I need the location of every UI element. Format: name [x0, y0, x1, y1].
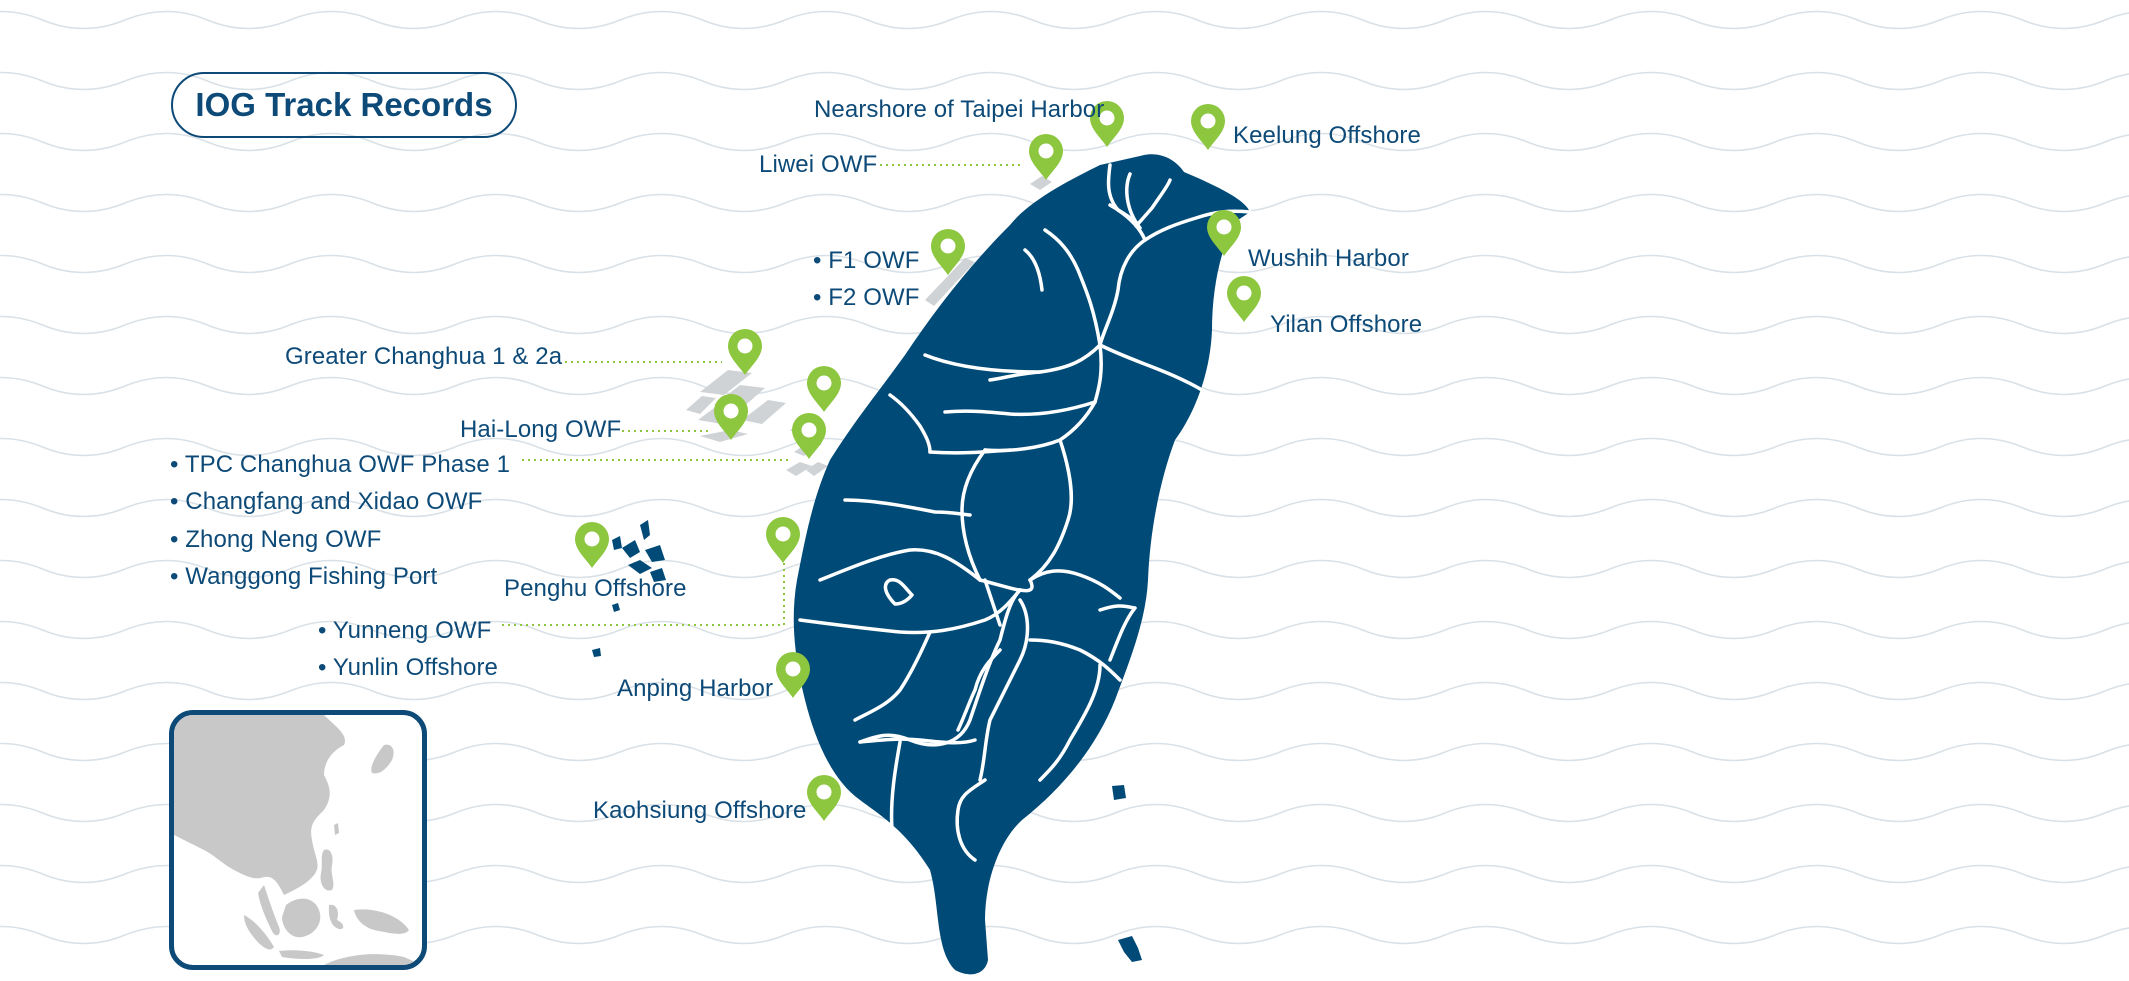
asia-silhouette — [174, 715, 422, 965]
inset-borneo — [282, 898, 321, 938]
farm-area-hailong-4 — [806, 462, 828, 476]
leader-lines — [502, 164, 1023, 626]
location-pins — [575, 101, 1261, 821]
label-tpc-changhua: • TPC Changhua OWF Phase 1 — [170, 451, 511, 478]
map-pin-icon[interactable] — [728, 329, 762, 375]
label-wanggong-fishing-port: • Wanggong Fishing Port — [170, 563, 438, 590]
keelung-islet — [1168, 180, 1184, 194]
map-pin-icon[interactable] — [1090, 101, 1124, 147]
map-pin-icon[interactable] — [1207, 210, 1241, 256]
label-yunneng-owf: • Yunneng OWF — [318, 617, 492, 644]
county-borders — [798, 163, 1252, 862]
wave-line — [0, 10, 2129, 30]
label-greater-changhua: Greater Changhua 1 & 2a — [285, 343, 563, 370]
wave-line — [0, 437, 2129, 457]
wave-line — [0, 559, 2129, 579]
label-wushih-harbor: Wushih Harbor — [1248, 245, 1409, 272]
inset-japan — [371, 744, 394, 774]
inset-taiwan — [334, 823, 339, 835]
map-pin-icon[interactable] — [714, 394, 748, 440]
orchid-island — [1118, 936, 1142, 962]
page-title: IOG Track Records — [195, 86, 493, 123]
label-changfang-xidao: • Changfang and Xidao OWF — [170, 488, 483, 515]
farm-area-f1f2 — [925, 258, 975, 306]
label-nearshore-taipei-harbor: Nearshore of Taipei Harbor — [814, 96, 1105, 123]
islands — [592, 180, 1184, 962]
inset-locator-map — [169, 710, 427, 970]
inset-sulawesi — [328, 904, 344, 930]
label-zhong-neng-owf: • Zhong Neng OWF — [170, 526, 382, 553]
map-pin-icon[interactable] — [807, 775, 841, 821]
inset-new-guinea — [354, 909, 409, 934]
label-f1-owf: • F1 OWF — [813, 247, 920, 274]
penghu-south-islet — [612, 603, 620, 612]
farm-area-changhua-1 — [700, 370, 752, 395]
map-pin-icon[interactable] — [776, 652, 810, 698]
label-keelung-offshore: Keelung Offshore — [1233, 122, 1421, 149]
label-hai-long-owf: Hai-Long OWF — [460, 416, 622, 443]
label-kaohsiung-offshore: Kaohsiung Offshore — [593, 797, 807, 824]
wave-line — [0, 498, 2129, 518]
inset-java — [279, 950, 324, 960]
leader-yunneng — [502, 562, 785, 626]
farm-area-changhua-5 — [686, 396, 716, 414]
map-pin-icon[interactable] — [1191, 104, 1225, 150]
map-pin-icon[interactable] — [1227, 276, 1261, 322]
map-pin-icon[interactable] — [766, 517, 800, 563]
inset-sumatra — [244, 915, 274, 950]
map-pin-icon[interactable] — [575, 522, 609, 568]
wave-line — [0, 681, 2129, 701]
label-anping-harbor: Anping Harbor — [617, 675, 774, 702]
title-badge: IOG Track Records — [171, 72, 517, 138]
wave-line — [0, 132, 2129, 152]
inset-australia — [324, 954, 422, 965]
map-pin-icon[interactable] — [807, 366, 841, 412]
inset-philippines — [320, 849, 334, 891]
penghu-far-islet — [592, 648, 601, 657]
label-liwei-owf: Liwei OWF — [759, 151, 878, 178]
label-f2-owf: • F2 OWF — [813, 284, 920, 311]
map-pin-icon[interactable] — [1029, 134, 1063, 180]
wave-line — [0, 620, 2129, 640]
map-pin-icon[interactable] — [931, 229, 965, 275]
farm-area-liwei — [1030, 176, 1052, 190]
green-island — [1112, 785, 1126, 800]
farm-area-changhua-4 — [742, 400, 786, 424]
inset-malay-peninsula — [258, 885, 280, 936]
label-yilan-offshore: Yilan Offshore — [1270, 311, 1423, 338]
label-penghu-offshore: Penghu Offshore — [504, 575, 687, 602]
inset-asia-mainland — [174, 715, 345, 895]
label-yunlin-offshore: • Yunlin Offshore — [318, 654, 499, 681]
wave-line — [0, 71, 2129, 91]
map-pin-icon[interactable] — [792, 413, 826, 459]
farm-area-hailong-3 — [786, 462, 812, 476]
penghu-islands — [612, 520, 666, 582]
